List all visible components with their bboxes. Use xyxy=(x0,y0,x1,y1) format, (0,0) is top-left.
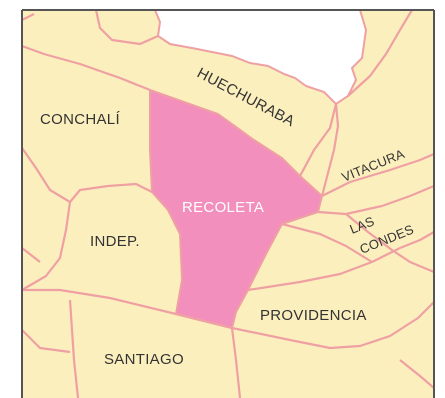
label-indep: INDEP. xyxy=(90,233,140,250)
commune-borders xyxy=(21,9,435,398)
label-recoleta[interactable]: RECOLETA xyxy=(182,199,264,216)
label-providencia: PROVIDENCIA xyxy=(260,307,367,324)
label-santiago: SANTIAGO xyxy=(104,351,184,368)
label-conchali: CONCHALÍ xyxy=(40,111,120,128)
exterior-area xyxy=(153,9,368,106)
